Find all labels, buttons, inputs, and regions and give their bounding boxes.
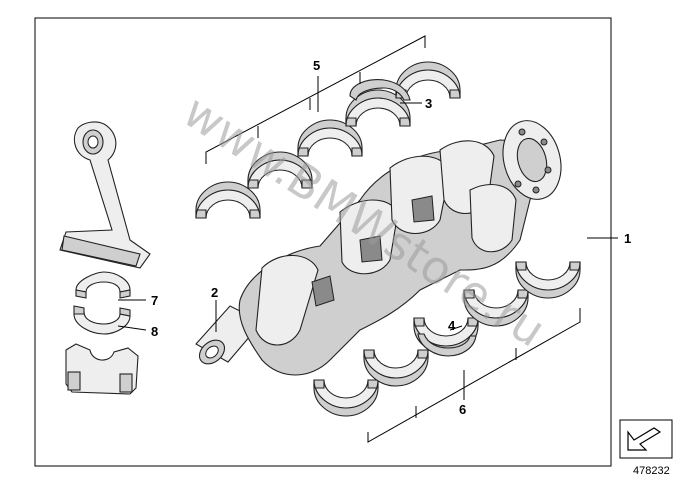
callout-3: 3 [425, 96, 432, 111]
thrust-bearing-upper [349, 79, 411, 101]
callout-1: 1 [624, 231, 631, 246]
rod-bearing-shell-upper [75, 271, 131, 299]
connecting-rod [59, 121, 151, 269]
rod-cap [65, 343, 139, 395]
callout-4: 4 [448, 318, 456, 333]
diagram-frame [34, 17, 612, 467]
leader-lines [117, 35, 618, 443]
callout-2: 2 [211, 285, 218, 300]
callout-5: 5 [313, 58, 320, 73]
callout-8: 8 [151, 324, 158, 339]
diagram-number: 478232 [633, 465, 670, 477]
thrust-bearing-lower [417, 333, 477, 357]
callout-7: 7 [151, 293, 158, 308]
crankshaft [195, 120, 562, 376]
callout-6: 6 [459, 402, 466, 417]
rod-bearing-shell-lower [73, 305, 131, 335]
arrow-icon[interactable] [619, 419, 673, 459]
